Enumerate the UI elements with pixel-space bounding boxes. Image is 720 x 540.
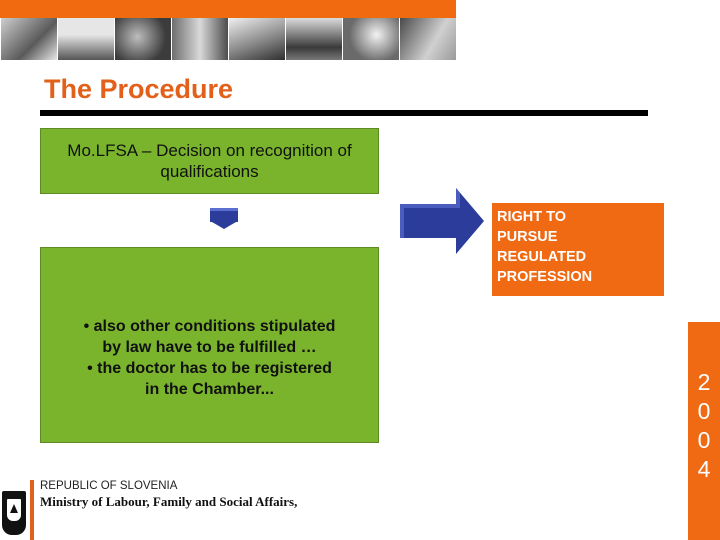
crest-mountain bbox=[10, 504, 18, 513]
result-box-line: PROFESSION bbox=[497, 269, 593, 285]
conditions-line: in the Chamber... bbox=[145, 381, 274, 398]
year-digit: 0 bbox=[697, 398, 711, 424]
conditions-line: • the doctor has to be registered bbox=[87, 360, 332, 377]
result-box-line: PURSUE bbox=[497, 229, 558, 245]
title-underline bbox=[40, 110, 648, 116]
result-box-line: RIGHT TO bbox=[497, 209, 567, 225]
header-photo bbox=[342, 18, 399, 60]
header-photo bbox=[228, 18, 285, 60]
year-digit: 4 bbox=[697, 456, 711, 482]
decision-box: Mo.LFSA – Decision on recognition of qua… bbox=[40, 128, 379, 194]
year-digit: 0 bbox=[697, 427, 711, 453]
conditions-text: • also other conditions stipulated by la… bbox=[41, 316, 378, 400]
header-photo bbox=[0, 18, 57, 60]
footer-country: REPUBLIC OF SLOVENIA bbox=[40, 480, 178, 492]
conditions-line: by law have to be fulfilled … bbox=[102, 339, 317, 356]
year-label: 2 0 0 4 bbox=[688, 368, 720, 484]
right-arrow-icon bbox=[400, 188, 484, 254]
result-box-right-to-pursue: RIGHT TO PURSUE REGULATED PROFESSION bbox=[492, 203, 664, 296]
conditions-box: • also other conditions stipulated by la… bbox=[40, 247, 379, 443]
header-orange-band bbox=[0, 0, 456, 18]
year-side-bar: 2 0 0 4 bbox=[688, 322, 720, 540]
slovenia-crest-icon bbox=[2, 491, 26, 535]
year-digit: 2 bbox=[697, 369, 711, 395]
header-photo bbox=[171, 18, 228, 60]
conditions-line: • also other conditions stipulated bbox=[83, 318, 336, 335]
header-photo-strip bbox=[0, 0, 456, 60]
header-photo bbox=[399, 18, 456, 60]
footer-ministry: Ministry of Labour, Family and Social Af… bbox=[40, 494, 298, 509]
footer-divider bbox=[30, 480, 34, 540]
header-photo bbox=[114, 18, 171, 60]
slide-title: The Procedure bbox=[44, 74, 234, 104]
header-photo bbox=[57, 18, 114, 60]
header-photo-collage bbox=[0, 18, 456, 60]
down-arrow-icon bbox=[210, 208, 238, 229]
header-photo bbox=[285, 18, 342, 60]
result-box-line: REGULATED bbox=[497, 249, 587, 265]
decision-box-text: Mo.LFSA – Decision on recognition of qua… bbox=[67, 141, 352, 181]
